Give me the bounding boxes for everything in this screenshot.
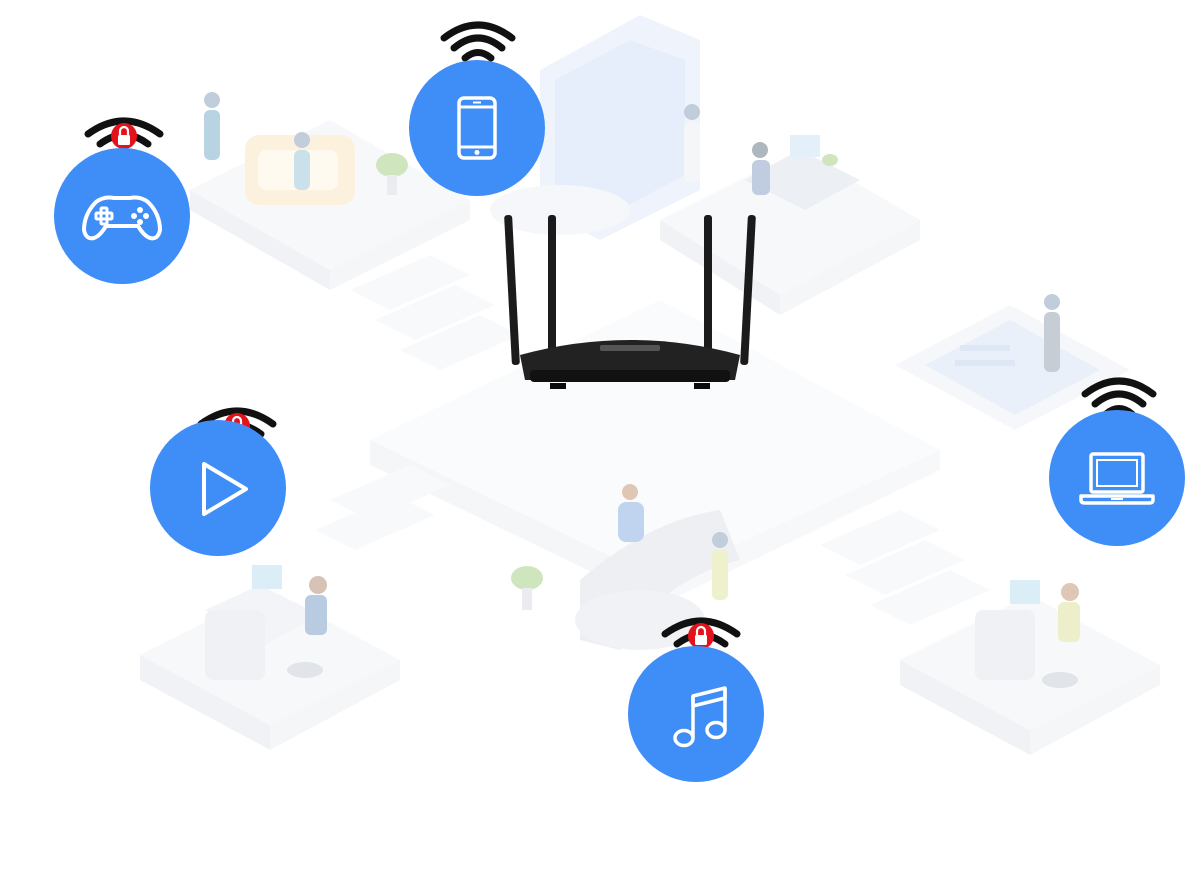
gaming-device-circle [54,148,190,284]
laptop-device-circle [1049,410,1185,546]
music-device-circle [628,646,764,782]
music-note-icon [673,686,727,748]
laptop-icon [1079,452,1155,505]
video-device-circle [150,420,286,556]
phone-device-circle [409,60,545,196]
secured-wifi-signal-icon [661,617,741,668]
gamepad-icon [82,195,162,241]
smartphone-icon [457,96,497,160]
play-icon [202,462,248,516]
wifi-router [504,215,756,389]
